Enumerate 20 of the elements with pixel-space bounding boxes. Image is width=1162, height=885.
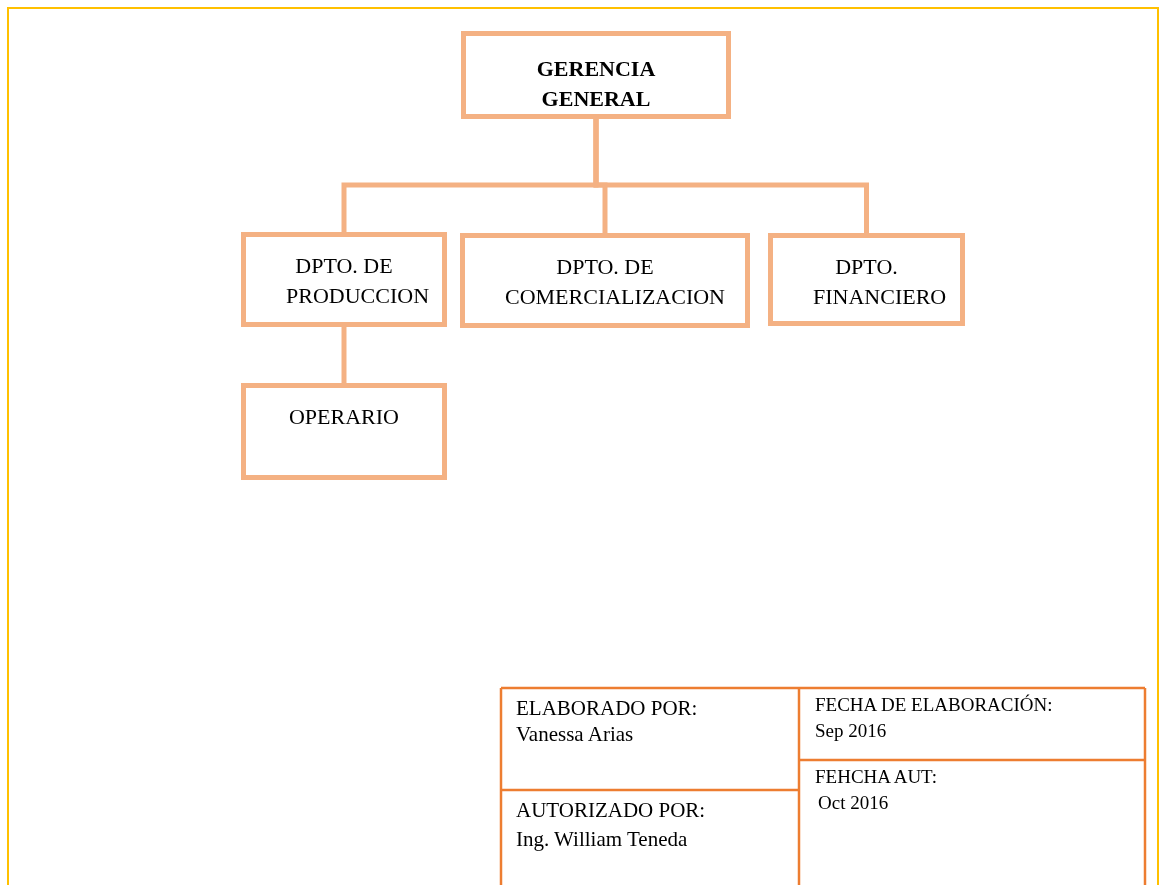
org-box	[461, 31, 731, 119]
table-cell-text: AUTORIZADO POR:	[516, 797, 706, 823]
box-label: GERENCIA GENERAL	[535, 55, 657, 113]
table-cell-text: ELABORADO POR:	[516, 695, 698, 721]
table-cell-text: Vanessa Arias	[516, 721, 634, 747]
org-box	[241, 232, 447, 327]
org-box	[460, 233, 750, 328]
box-label: DPTO. FINANCIERO	[812, 253, 948, 311]
connector-line	[593, 119, 869, 233]
org-box	[768, 233, 965, 326]
box-label: OPERARIO	[288, 403, 400, 431]
table-cell-text: Sep 2016	[815, 719, 887, 743]
org-box	[241, 383, 447, 480]
table-cell-text: Ing. William Teneda	[516, 826, 688, 852]
table-cell-text: FEHCHA AUT:	[815, 765, 938, 789]
connector-line	[341, 327, 347, 383]
box-label: DPTO. DE COMERCIALIZACION	[504, 253, 726, 311]
table-cell-text: FECHA DE ELABORACIÓN:	[815, 693, 1053, 717]
box-label: DPTO. DE PRODUCCION	[285, 252, 431, 310]
table-cell-text: Oct 2016	[818, 791, 889, 815]
